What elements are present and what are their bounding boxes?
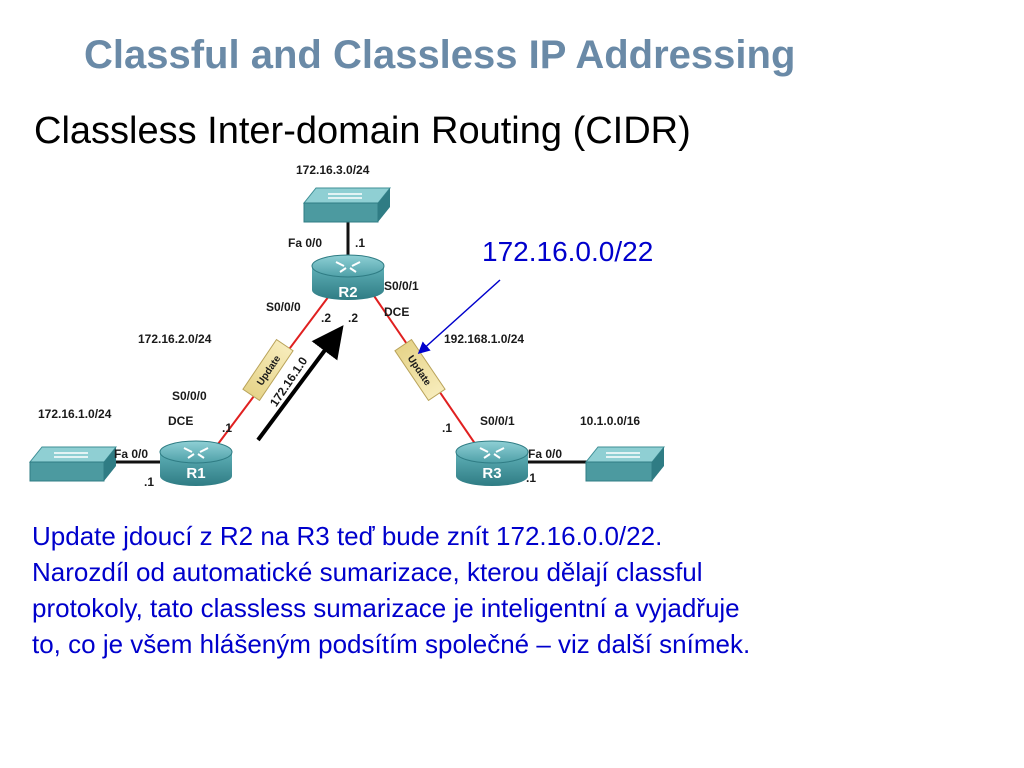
summary-route-label: 172.16.0.0/22: [482, 236, 654, 267]
summary-callout-arrow: [417, 279, 501, 355]
switch-icon-r1-lan: [28, 446, 118, 482]
r1-s000-host: .1: [222, 421, 232, 435]
r1-fa-host: .1: [144, 475, 154, 489]
explanation-text: Update jdoucí z R2 na R3 teď bude znít 1…: [32, 518, 1012, 662]
explanation-line: Update jdoucí z R2 na R3 teď bude znít 1…: [32, 521, 663, 551]
r3-s001-host: .1: [442, 421, 452, 435]
explanation-line: protokoly, tato classless sumarizace je …: [32, 593, 740, 623]
r3-fa-label: Fa 0/0: [528, 447, 562, 461]
network-label-r3-lan: 10.1.0.0/16: [580, 414, 640, 428]
r2-s001-label: S0/0/1: [384, 279, 419, 293]
slide-title: Classful and Classless IP Addressing: [84, 33, 796, 77]
r2-fa-host: .1: [355, 236, 365, 250]
explanation-line: Narozdíl od automatické sumarizace, kter…: [32, 557, 703, 587]
router-icon-r2: R2: [311, 254, 385, 301]
network-label-r1-r2: 172.16.2.0/24: [138, 332, 212, 346]
r2-s000-host: .2: [321, 311, 331, 325]
network-label-r1-lan: 172.16.1.0/24: [38, 407, 112, 421]
update-arrow: [256, 325, 344, 442]
switch-icon-r2-lan: [302, 187, 392, 223]
network-label-r2-r3: 192.168.1.0/24: [444, 332, 524, 346]
explanation-line: to, co je všem hlášeným podsítím společn…: [32, 629, 751, 659]
slide-subtitle: Classless Inter-domain Routing (CIDR): [34, 110, 691, 152]
r2-dce-label: DCE: [384, 305, 409, 319]
router-icon-r3: R3: [455, 440, 529, 486]
r3-s001-label: S0/0/1: [480, 414, 515, 428]
r1-fa-label: Fa 0/0: [114, 447, 148, 461]
r1-s000-label: S0/0/0: [172, 389, 207, 403]
router-label-r3: R3: [482, 465, 501, 482]
r1-dce-label: DCE: [168, 414, 193, 428]
r2-fa-label: Fa 0/0: [288, 236, 322, 250]
network-label-r2-lan: 172.16.3.0/24: [296, 163, 370, 177]
router-label-r1: R1: [186, 465, 205, 482]
r2-s001-host: .2: [348, 311, 358, 325]
r2-s000-label: S0/0/0: [266, 300, 301, 314]
switch-icon-r3-lan: [584, 446, 666, 482]
router-icon-r1: R1: [159, 440, 233, 486]
router-label-r2: R2: [338, 284, 357, 301]
r3-fa-host: .1: [526, 471, 536, 485]
update-tag-right: Update: [394, 338, 446, 402]
